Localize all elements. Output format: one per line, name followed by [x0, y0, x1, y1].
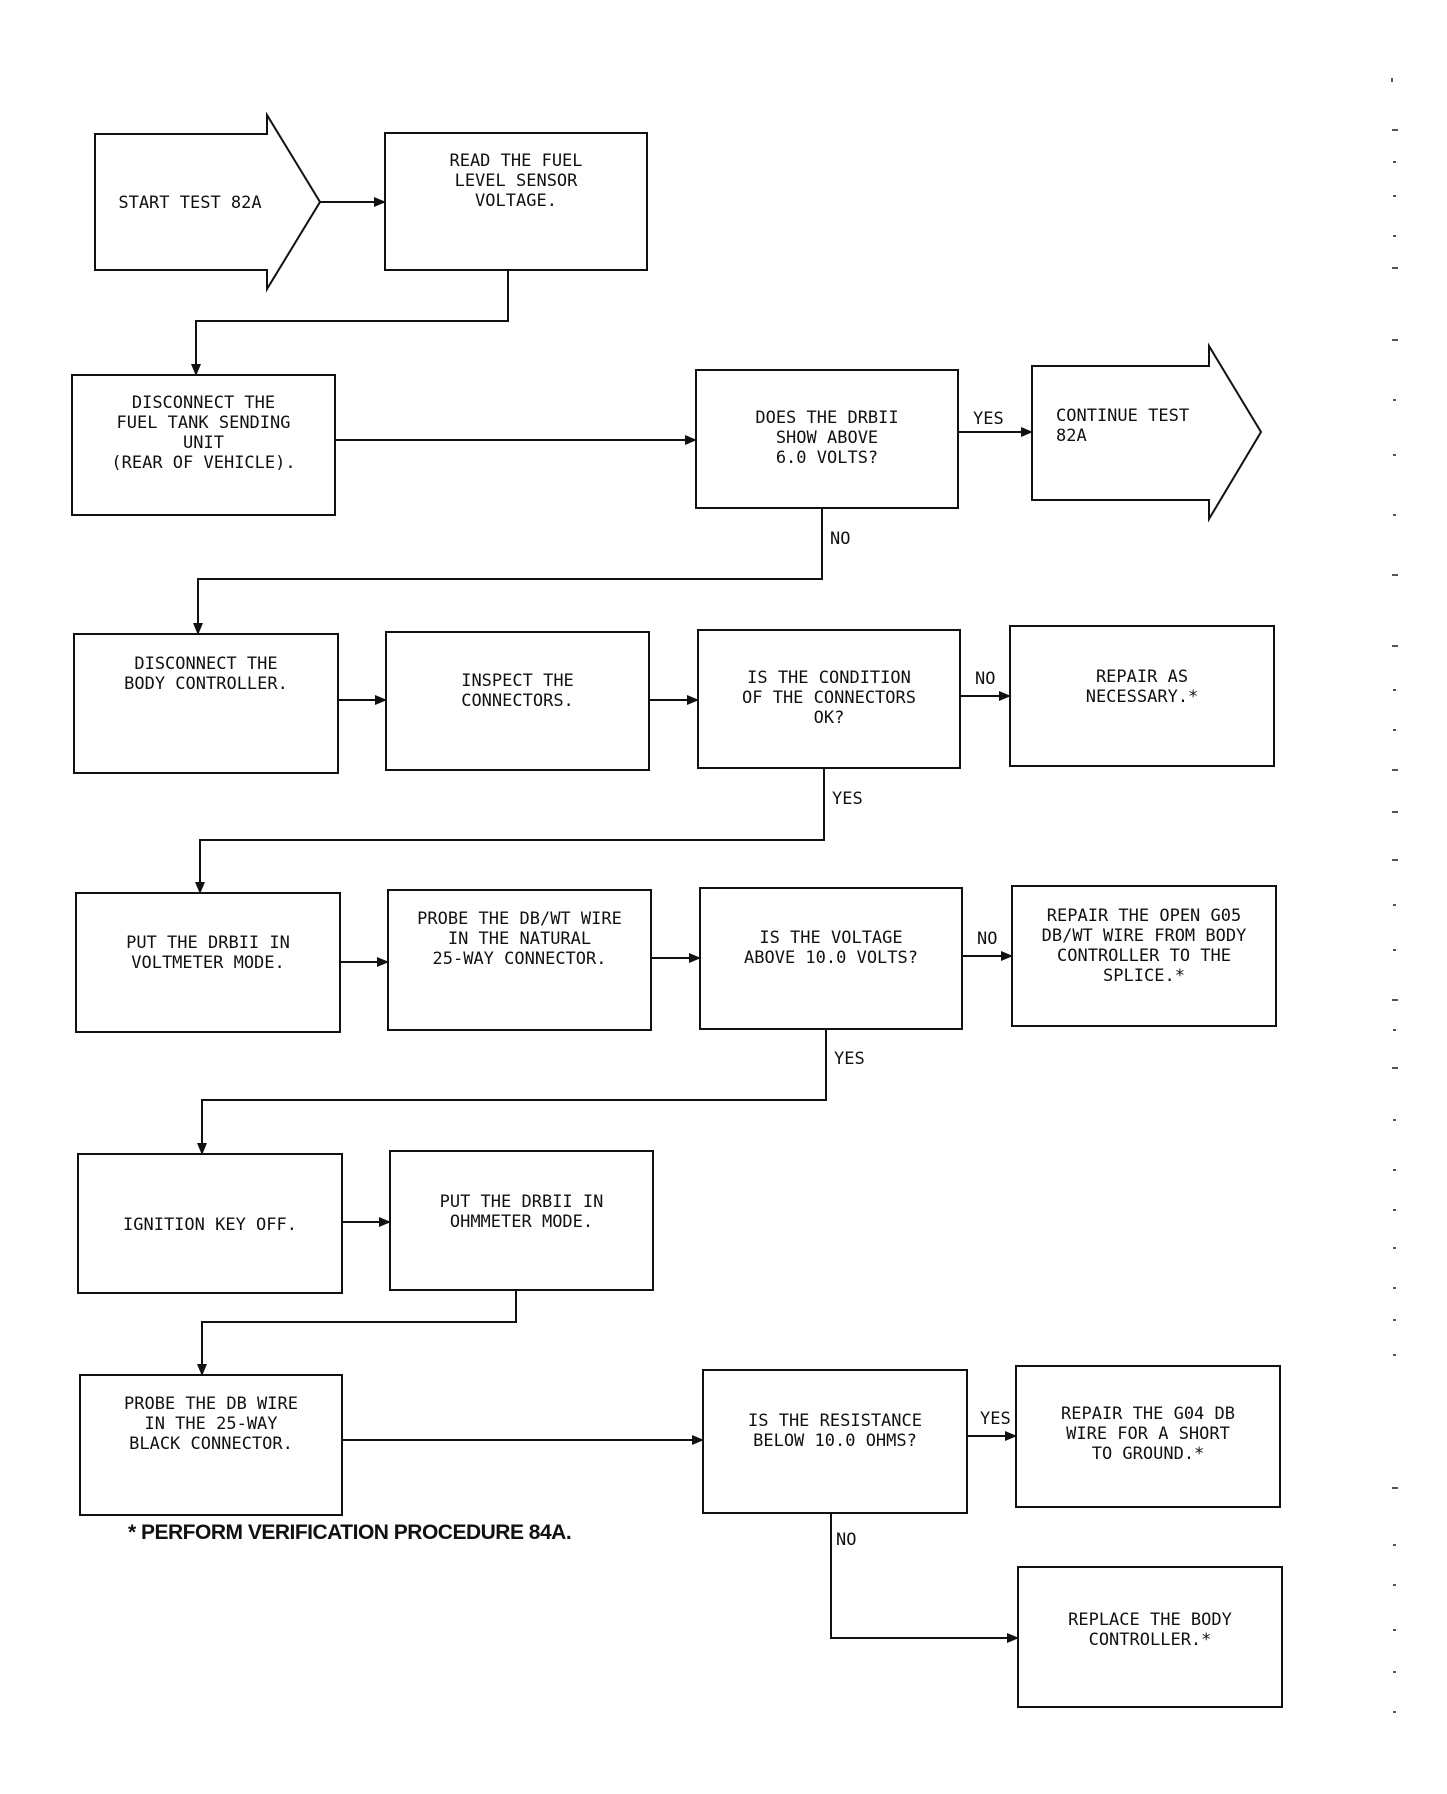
label-no-1: NO: [830, 529, 850, 549]
box-text-line: PROBE THE DB/WT WIRE: [417, 909, 622, 929]
box-text-line: IS THE CONDITION: [747, 668, 911, 688]
box-text-line: VOLTAGE.: [475, 191, 557, 211]
box-text-line: REPAIR THE OPEN G05: [1047, 906, 1241, 926]
box-text-line: DOES THE DRBII: [755, 408, 898, 428]
box-text-line: TO GROUND.*: [1092, 1444, 1205, 1464]
box-text-line: DISCONNECT THE: [132, 393, 275, 413]
box-text-line: DISCONNECT THE: [134, 654, 277, 674]
box-text-line: ABOVE 10.0 VOLTS?: [744, 948, 918, 968]
box-ignition-off: IGNITION KEY OFF.: [77, 1153, 343, 1294]
box-text-line: BODY CONTROLLER.: [124, 674, 288, 694]
box-text-line: PUT THE DRBII IN: [126, 933, 290, 953]
box-text-line: READ THE FUEL: [449, 151, 582, 171]
box-text-line: SPLICE.*: [1103, 966, 1185, 986]
start-arrow: [94, 111, 322, 293]
box-text-line: OHMMETER MODE.: [450, 1212, 593, 1232]
box-text-line: BLACK CONNECTOR.: [129, 1434, 293, 1454]
box-text-line: PUT THE DRBII IN: [440, 1192, 604, 1212]
start-label: START TEST 82A: [118, 193, 261, 213]
label-no-4: NO: [836, 1530, 856, 1550]
box-text-line: UNIT: [183, 433, 224, 453]
label-yes-3: YES: [834, 1049, 865, 1069]
box-text-line: OF THE CONNECTORS: [742, 688, 916, 708]
label-yes-2: YES: [832, 789, 863, 809]
continue-label-line-1: CONTINUE TEST: [1056, 406, 1189, 426]
branch-labels: YES NO NO YES NO YES YES NO: [830, 409, 1011, 1550]
box-text-line: REPAIR THE G04 DB: [1061, 1404, 1235, 1424]
box-text-line: (REAR OF VEHICLE).: [111, 453, 295, 473]
box-text-line: NECESSARY.*: [1086, 687, 1199, 707]
box-text-line: IS THE RESISTANCE: [748, 1411, 922, 1431]
connectors: [191, 197, 1033, 1643]
box-text-line: IS THE VOLTAGE: [759, 928, 902, 948]
box-text-line: DB/WT WIRE FROM BODY: [1042, 926, 1247, 946]
box-text-line: CONTROLLER.*: [1089, 1630, 1212, 1650]
box-text-line: BELOW 10.0 OHMS?: [753, 1431, 917, 1451]
box-text-line: OK?: [814, 708, 845, 728]
box-text-line: LEVEL SENSOR: [455, 171, 579, 191]
box-text-line: 25-WAY CONNECTOR.: [433, 949, 607, 969]
label-yes-1: YES: [973, 409, 1004, 429]
continue-label-line-2: 82A: [1056, 426, 1087, 446]
label-no-3: NO: [977, 929, 997, 949]
box-text-line: FUEL TANK SENDING: [117, 413, 291, 433]
continue-arrow: [1031, 342, 1263, 523]
label-no-2: NO: [975, 669, 995, 689]
box-text-line: IGNITION KEY OFF.: [123, 1215, 297, 1235]
box-text-line: REPLACE THE BODY: [1068, 1610, 1232, 1630]
box-text-line: IN THE 25-WAY: [144, 1414, 277, 1434]
box-text-line: SHOW ABOVE: [776, 428, 878, 448]
verification-footnote: * PERFORM VERIFICATION PROCEDURE 84A.: [128, 1521, 572, 1544]
label-yes-4: YES: [980, 1409, 1011, 1429]
box-text-line: WIRE FOR A SHORT: [1066, 1424, 1230, 1444]
box-text-line: CONNECTORS.: [461, 691, 574, 711]
box-text-line: PROBE THE DB WIRE: [124, 1394, 298, 1414]
continue-label: CONTINUE TEST 82A: [1056, 406, 1189, 446]
box-text-line: IN THE NATURAL: [448, 929, 591, 949]
box-text-line: VOLTMETER MODE.: [131, 953, 285, 973]
margin-marks: [1391, 78, 1398, 1713]
box-text-line: CONTROLLER TO THE: [1057, 946, 1231, 966]
box-text-line: REPAIR AS: [1096, 667, 1188, 687]
box-text-line: 6.0 VOLTS?: [776, 448, 878, 468]
box-text-line: INSPECT THE: [461, 671, 574, 691]
